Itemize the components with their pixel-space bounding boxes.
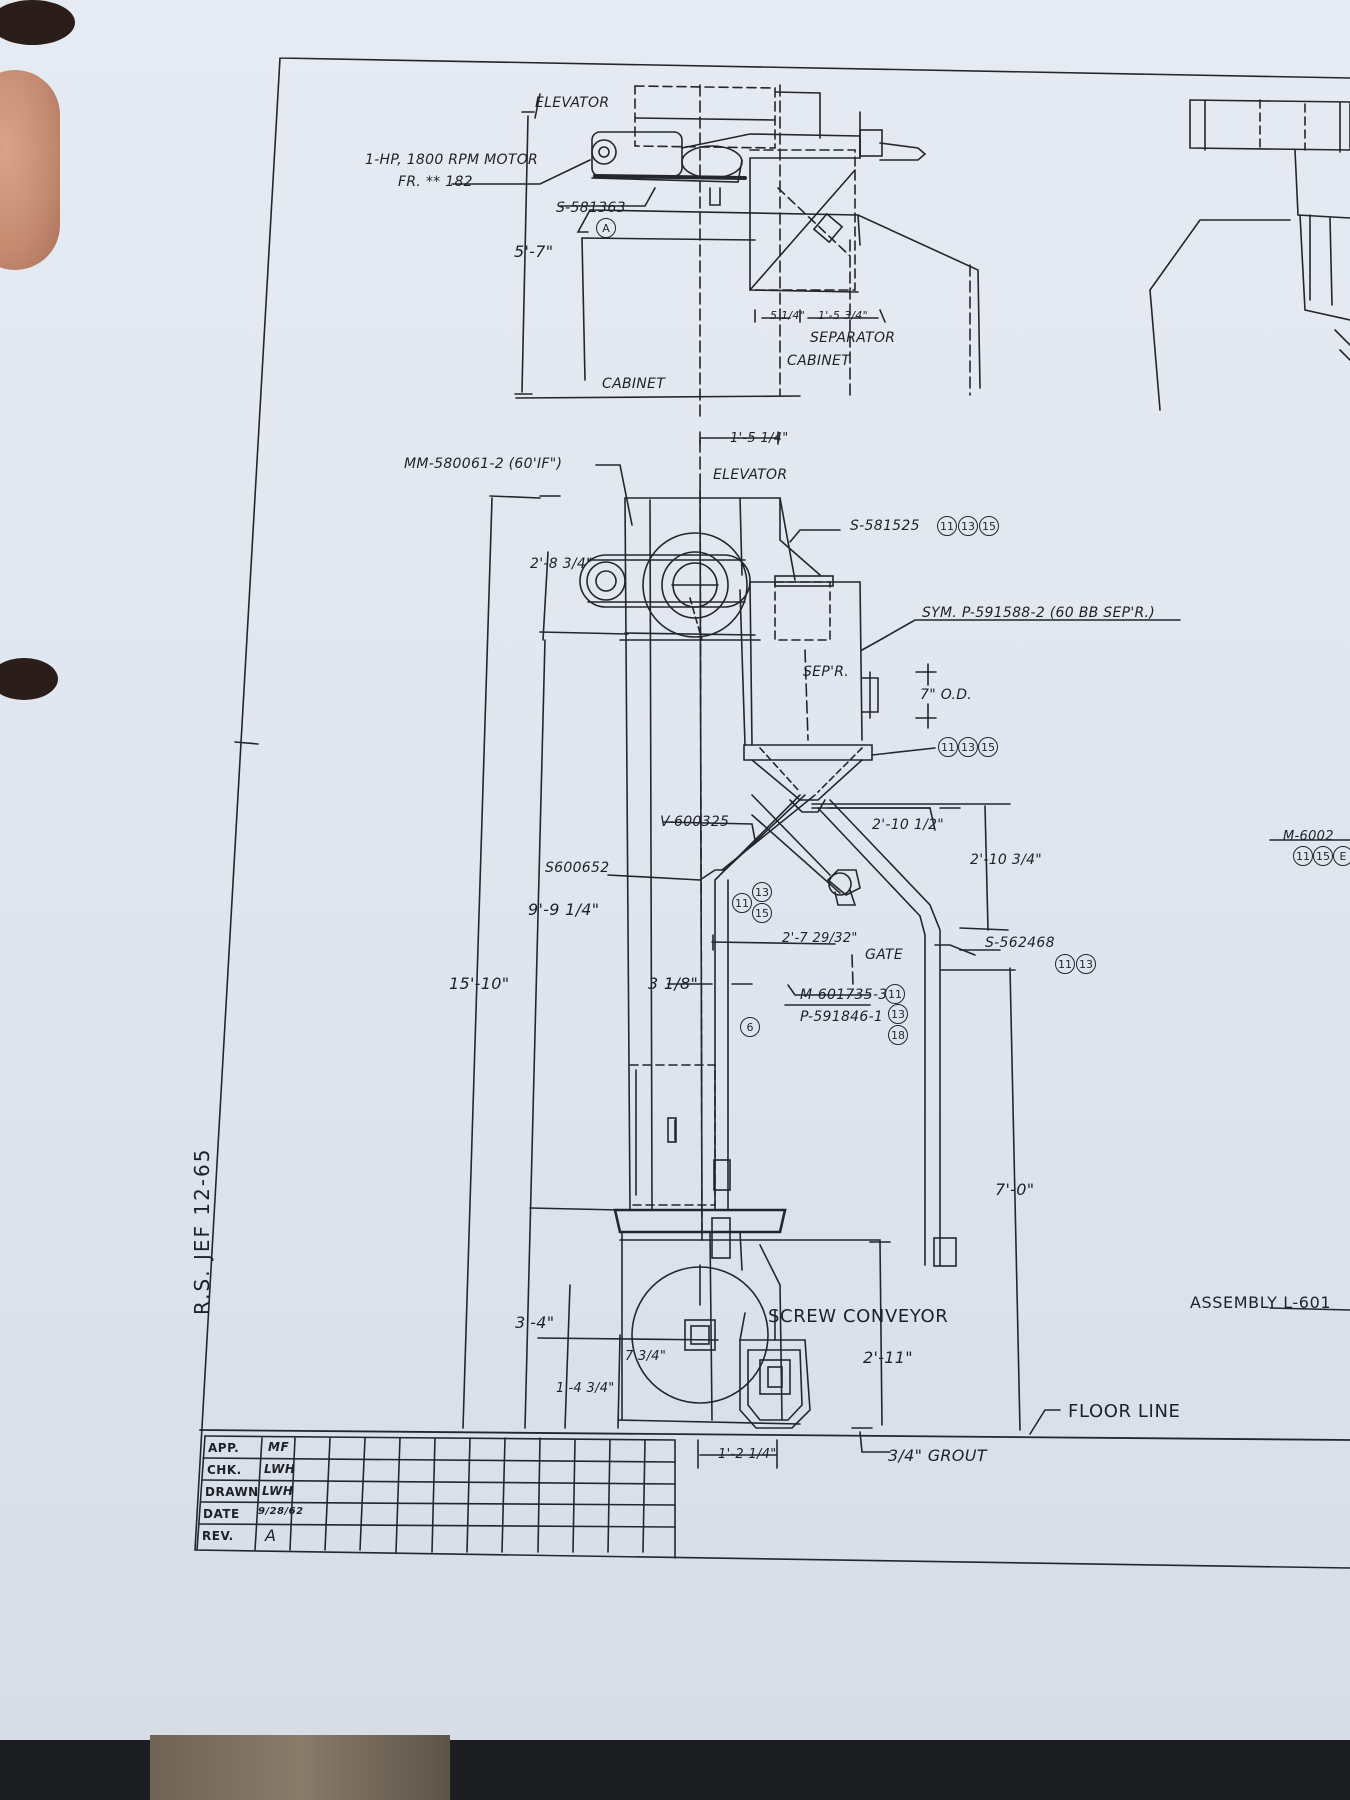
label-dim-2-10-1-2: 2'-10 1/2" bbox=[872, 817, 945, 833]
title-block-label-rev: REV. bbox=[202, 1529, 234, 1543]
label-sep-r: SEP'R. bbox=[803, 664, 850, 680]
top-view bbox=[451, 84, 981, 445]
label-dim-2-11: 2'-11" bbox=[863, 1348, 913, 1367]
label-dim-5-1-4: 5 1/4" bbox=[770, 309, 806, 322]
circle-callout-11: 11 bbox=[732, 893, 752, 913]
label-dim-7-od: 7" O.D. bbox=[920, 687, 973, 703]
label-dim-2-10-3-4: 2'-10 3/4" bbox=[970, 852, 1043, 868]
title-block-label-date: DATE bbox=[203, 1507, 240, 1521]
label-dim-1-5-1-4: 1'-5 1/4" bbox=[730, 431, 789, 446]
label-cabinet-left: CABINET bbox=[602, 376, 666, 392]
circle-callout-15: 15 bbox=[1313, 846, 1333, 866]
label-screw-conveyor: SCREW CONVEYOR bbox=[768, 1306, 949, 1327]
label-s581363: S-581363 bbox=[556, 200, 626, 216]
circle-callout-e: E bbox=[1333, 846, 1350, 866]
title-block-value-chk: LWH bbox=[264, 1462, 296, 1476]
ground-background bbox=[150, 1735, 450, 1800]
label-p591846: P-591846-1 bbox=[800, 1009, 884, 1025]
title-block-label-app: APP. bbox=[208, 1441, 240, 1455]
circle-callout-a: A bbox=[596, 218, 616, 238]
circle-callout-11: 11 bbox=[938, 737, 958, 757]
circle-callout-13: 13 bbox=[958, 737, 978, 757]
punch-hole-top bbox=[0, 0, 75, 45]
thumb bbox=[0, 70, 60, 270]
circle-callout-13: 13 bbox=[888, 1004, 908, 1024]
circle-callout-15: 15 bbox=[979, 516, 999, 536]
circle-callout-11: 11 bbox=[1055, 954, 1075, 974]
label-sym-p591588: SYM. P-591588-2 (60 BB SEP'R.) bbox=[922, 605, 1156, 621]
circle-callout-15: 15 bbox=[978, 737, 998, 757]
label-dim-1-2-1-4: 1'-2 1/4" bbox=[718, 1447, 777, 1462]
label-floor-line: FLOOR LINE bbox=[1068, 1401, 1181, 1422]
circle-callout-18: 18 bbox=[888, 1025, 908, 1045]
circle-callout-13: 13 bbox=[958, 516, 978, 536]
circle-callout-11: 11 bbox=[885, 984, 905, 1004]
label-gate: GATE bbox=[865, 947, 904, 963]
label-rs-jef-signature: R.S. JEF 12-65 bbox=[190, 1147, 214, 1315]
circle-callout-6: 6 bbox=[740, 1017, 760, 1037]
main-elevation bbox=[199, 439, 1350, 1469]
label-m6002: M-6002 bbox=[1283, 829, 1334, 844]
label-dim-3-4: 3'-4" bbox=[515, 1313, 555, 1332]
title-block bbox=[196, 1435, 676, 1559]
label-mm580061: MM-580061-2 (60'IF") bbox=[404, 456, 563, 472]
label-dim-15-10: 15'-10" bbox=[449, 974, 510, 993]
label-dim-7-3-4: 7 3/4" bbox=[625, 1349, 667, 1364]
label-dim-7-0: 7'-0" bbox=[995, 1180, 1035, 1199]
label-s600652: S600652 bbox=[545, 860, 610, 876]
title-block-value-app: MF bbox=[268, 1440, 290, 1454]
label-separator: SEPARATOR bbox=[810, 330, 896, 346]
label-assembly: ASSEMBLY L-601 bbox=[1190, 1293, 1332, 1312]
title-block-label-drawn: DRAWN bbox=[205, 1485, 259, 1499]
label-s562468: S-562468 bbox=[985, 935, 1055, 951]
label-v600325: V-600325 bbox=[660, 814, 730, 830]
label-grout: 3/4" GROUT bbox=[888, 1446, 987, 1465]
label-elevator-mid: ELEVATOR bbox=[713, 467, 788, 483]
label-dim-5-7: 5'-7" bbox=[514, 242, 554, 261]
circle-callout-15: 15 bbox=[752, 903, 772, 923]
right-partial-view bbox=[1149, 99, 1350, 1311]
drawing-border bbox=[194, 57, 1350, 1569]
label-dim-3-1-8: 3 1/8" bbox=[648, 974, 699, 993]
circle-callout-11: 11 bbox=[1293, 846, 1313, 866]
title-block-value-rev: A bbox=[265, 1526, 277, 1545]
circle-callout-13: 13 bbox=[752, 882, 772, 902]
punch-hole-middle bbox=[0, 658, 58, 700]
label-s581525: S-581525 bbox=[850, 518, 920, 534]
title-block-value-date: 9/28/62 bbox=[258, 1506, 304, 1517]
circle-callout-11: 11 bbox=[937, 516, 957, 536]
label-cabinet-right: CABINET bbox=[787, 353, 851, 369]
label-motor-line1: 1-HP, 1800 RPM MOTOR bbox=[365, 152, 539, 168]
label-dim-1-5-3-4: 1'-5 3/4" bbox=[818, 309, 868, 322]
label-dim-9-9-1-4: 9'-9 1/4" bbox=[528, 900, 600, 919]
label-m601735: M-601735-3 bbox=[800, 987, 888, 1003]
circle-callout-13: 13 bbox=[1076, 954, 1096, 974]
title-block-value-drawn: LWH bbox=[262, 1484, 294, 1498]
label-elevator-top: ELEVATOR bbox=[535, 95, 610, 111]
label-dim-2-8-3-4: 2'-8 3/4" bbox=[530, 556, 593, 572]
label-motor-line2: FR. ** 182 bbox=[398, 174, 473, 190]
border-tick-left bbox=[234, 741, 259, 745]
title-block-label-chk: CHK. bbox=[207, 1463, 242, 1477]
label-dim-2-7: 2'-7 29/32" bbox=[782, 931, 858, 946]
label-dim-1-4-3-4: 1'-4 3/4" bbox=[556, 1381, 615, 1396]
